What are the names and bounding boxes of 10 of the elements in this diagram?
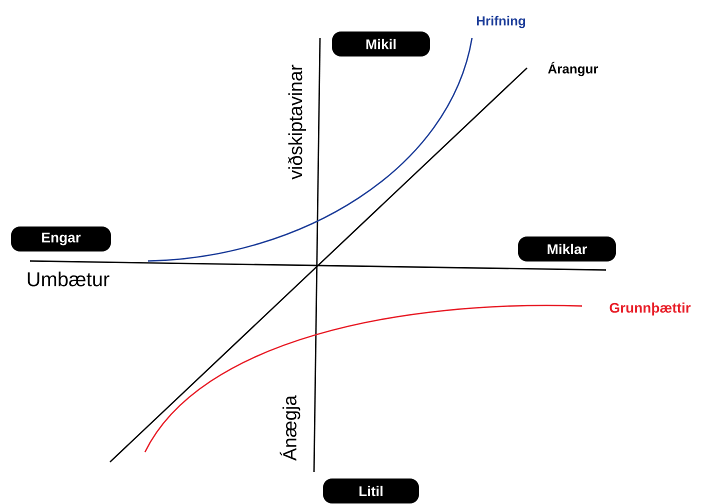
curve-label: Árangur [548,62,598,76]
label-pill: Engar [11,226,111,252]
curve-label: Hrifning [476,16,526,28]
curve-label: Grunnþættir [610,302,691,316]
label-pill: Mikil [332,32,430,56]
axis-label: Umbætur [28,272,110,286]
axis-label: Ánægja [280,395,300,461]
label-pill: Miklar [518,236,616,262]
axis-label: viðskiptavinar [288,64,306,180]
label-pill: Litil [323,478,419,504]
